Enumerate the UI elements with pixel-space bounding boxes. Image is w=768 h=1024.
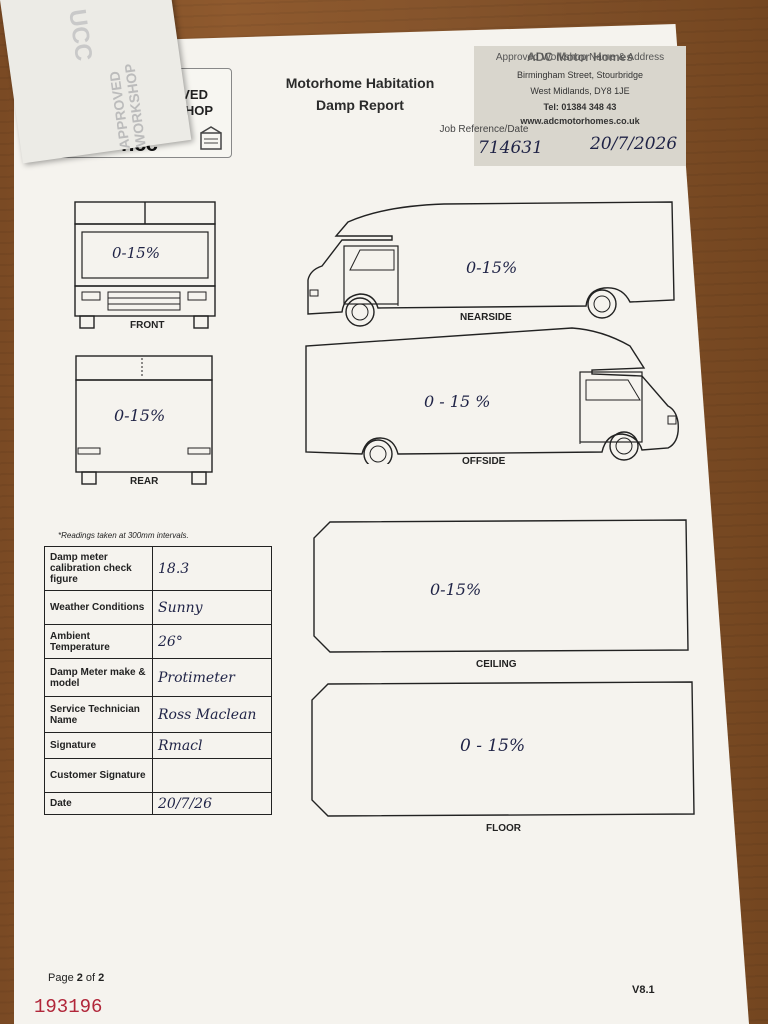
rear-diagram: [75, 355, 213, 485]
row-label: Service Technician Name: [44, 696, 153, 733]
ceiling-reading: 0-15%: [430, 580, 482, 599]
row-value: 18.3: [152, 546, 272, 591]
table-row: Customer Signature: [44, 758, 272, 793]
form-version: V8.1: [632, 984, 655, 996]
row-label: Damp Meter make & model: [44, 658, 153, 697]
row-label: Ambient Temperature: [44, 624, 153, 659]
title-line-2: Damp Report: [316, 97, 404, 113]
ceiling-diagram: [313, 519, 689, 653]
rear-label: REAR: [130, 476, 159, 487]
page-prefix: Page: [48, 972, 77, 984]
row-label: Weather Conditions: [44, 590, 153, 625]
stamp-phone: Tel: 01384 348 43: [543, 102, 617, 112]
row-value: Protimeter: [152, 658, 272, 697]
title-line-1: Motorhome Habitation: [285, 75, 435, 91]
stamp-address-2: West Midlands, DY8 1JE: [530, 86, 630, 96]
job-reference-label: Job Reference/Date: [439, 124, 529, 135]
offside-label: OFFSIDE: [462, 456, 506, 467]
nearside-diagram: [307, 201, 675, 327]
job-date-value: 20/7/2026: [590, 134, 678, 154]
floor-reading: 0 - 15%: [460, 736, 526, 756]
stamp-name: ADC Motor Homes: [526, 50, 633, 64]
page-total: 2: [98, 972, 105, 984]
ghost-text-ucc: UCC: [63, 7, 98, 63]
readings-note: *Readings taken at 300mm intervals.: [58, 531, 189, 540]
row-label: Date: [44, 792, 153, 815]
caravan-seal-icon: [200, 126, 222, 150]
row-value: Sunny: [152, 590, 272, 625]
report-title: Motorhome Habitation Damp Report: [270, 72, 450, 116]
front-label: FRONT: [130, 320, 165, 331]
floor-label: FLOOR: [486, 823, 521, 834]
row-value: Rmacl: [152, 732, 272, 759]
row-value: 20/7/26: [152, 792, 272, 815]
nearside-reading: 0-15%: [466, 258, 518, 277]
floor-diagram: [311, 681, 695, 817]
workshop-stamp-area: Approved Workshop Name & Address ADC Mot…: [440, 46, 686, 166]
offside-diagram: [305, 327, 679, 464]
row-value: [152, 758, 272, 793]
serial-number: 193196: [34, 996, 103, 1018]
row-value: Ross Maclean: [152, 696, 272, 733]
page-indicator: Page 2 of 2: [48, 972, 104, 984]
offside-reading: 0 - 15 %: [424, 392, 491, 411]
name-address-label: Approved Workshop Name & Address: [495, 52, 665, 63]
row-value: 26°: [152, 624, 272, 659]
page-of: of: [82, 972, 99, 984]
stamp-website: www.adcmotorhomes.co.uk: [520, 116, 640, 126]
ceiling-label: CEILING: [476, 659, 517, 670]
row-label: Signature: [44, 732, 153, 759]
stamp-address-1: Birmingham Street, Stourbridge: [516, 70, 644, 80]
job-reference-value: 714631: [478, 138, 543, 158]
front-reading: 0-15%: [112, 244, 160, 262]
page-current: 2: [76, 972, 83, 984]
background-sheet-corner: UCC APPROVED WORKSHOP: [0, 0, 192, 164]
row-label: Customer Signature: [44, 758, 153, 793]
rear-reading: 0-15%: [114, 406, 166, 425]
damp-report-sheet: [14, 24, 749, 1024]
row-label: Damp meter calibration check figure: [44, 546, 153, 591]
ghost-text-approved: APPROVED WORKSHOP: [106, 62, 149, 151]
nearside-label: NEARSIDE: [460, 312, 512, 323]
front-diagram: [74, 201, 216, 329]
